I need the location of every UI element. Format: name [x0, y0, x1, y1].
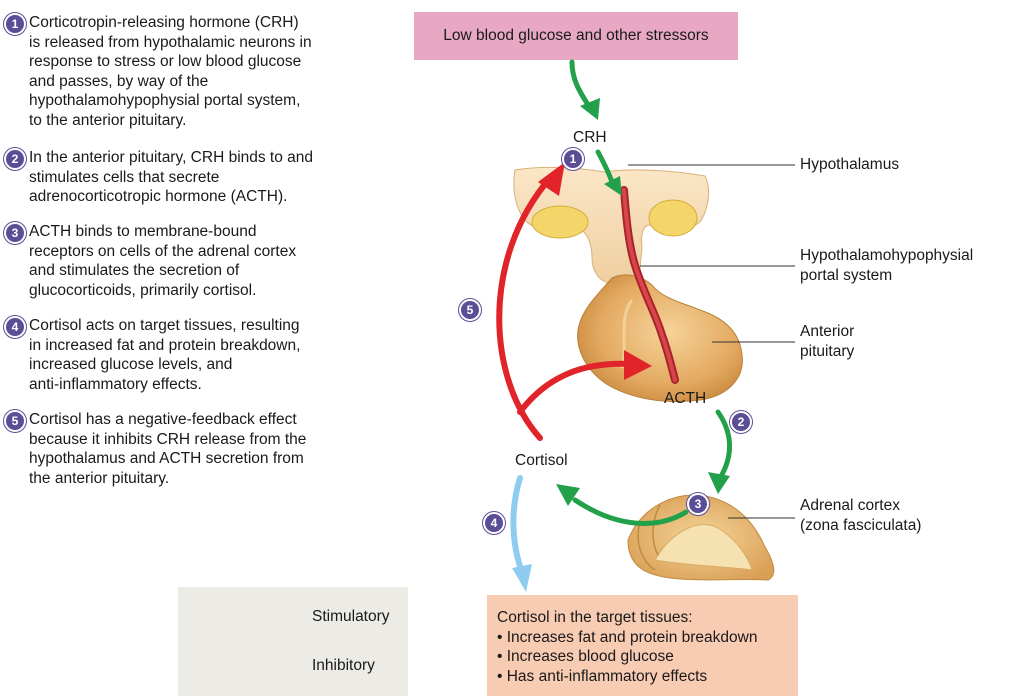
crh-label: CRH — [573, 129, 607, 146]
cortisol-label: Cortisol — [515, 452, 568, 469]
step-number: 3 — [4, 222, 26, 244]
stimulatory-arrowheads — [556, 98, 730, 506]
step-text: Corticotropin-releasing hormone (CRH) is… — [29, 14, 312, 129]
inhibitory-arrowhead-pituitary — [624, 350, 652, 380]
step-number: 2 — [4, 148, 26, 170]
target-tissues-item: • Has anti-inflammatory effects — [497, 667, 708, 685]
target-tissues-item: • Increases fat and protein breakdown — [497, 628, 758, 646]
adrenal-cortex-label: Adrenal cortex (zona fasciculata) — [800, 497, 922, 534]
effect-arrowhead — [512, 564, 532, 592]
legend — [178, 587, 408, 696]
hypothalamic-nucleus-left — [531, 205, 589, 239]
target-tissues-item: • Increases blood glucose — [497, 648, 674, 665]
badge-4: 4 — [483, 512, 505, 534]
badge-3: 3 — [687, 493, 709, 515]
target-tissues-heading: Cortisol in the target tissues: — [497, 609, 693, 626]
step-text: ACTH binds to membrane-bound receptors o… — [29, 223, 297, 299]
hypothalamic-nucleus-right — [648, 199, 698, 237]
step-number: 4 — [4, 316, 26, 338]
badge-1: 1 — [562, 148, 584, 170]
hypothalamus-label: Hypothalamus — [800, 156, 900, 173]
effect-arrow — [510, 475, 525, 575]
badge-5: 5 — [459, 299, 481, 321]
portal-system-label: Hypothalamohypophysial portal system — [800, 247, 974, 284]
stressor-box: Low blood glucose and other stressors — [414, 12, 738, 60]
legend-stimulatory-label: Stimulatory — [312, 608, 390, 625]
inhibitory-arrowhead-hypothalamus — [538, 162, 565, 196]
target-tissues-box: Cortisol in the target tissues: • Increa… — [487, 595, 798, 696]
inhibitory-arrow-pituitary — [517, 360, 633, 415]
step-text: In the anterior pituitary, CRH binds to … — [29, 149, 314, 205]
badge-2: 2 — [730, 411, 752, 433]
anterior-pituitary-label: Anterior pituitary — [800, 323, 855, 360]
acth-label: ACTH — [664, 390, 707, 407]
step-text: Cortisol acts on target tissues, resulti… — [29, 317, 301, 393]
step-number: 5 — [4, 410, 26, 432]
step-text: Cortisol has a negative-feedback effect … — [29, 411, 307, 487]
step-number: 1 — [4, 13, 26, 35]
legend-inhibitory-label: Inhibitory — [312, 657, 375, 674]
